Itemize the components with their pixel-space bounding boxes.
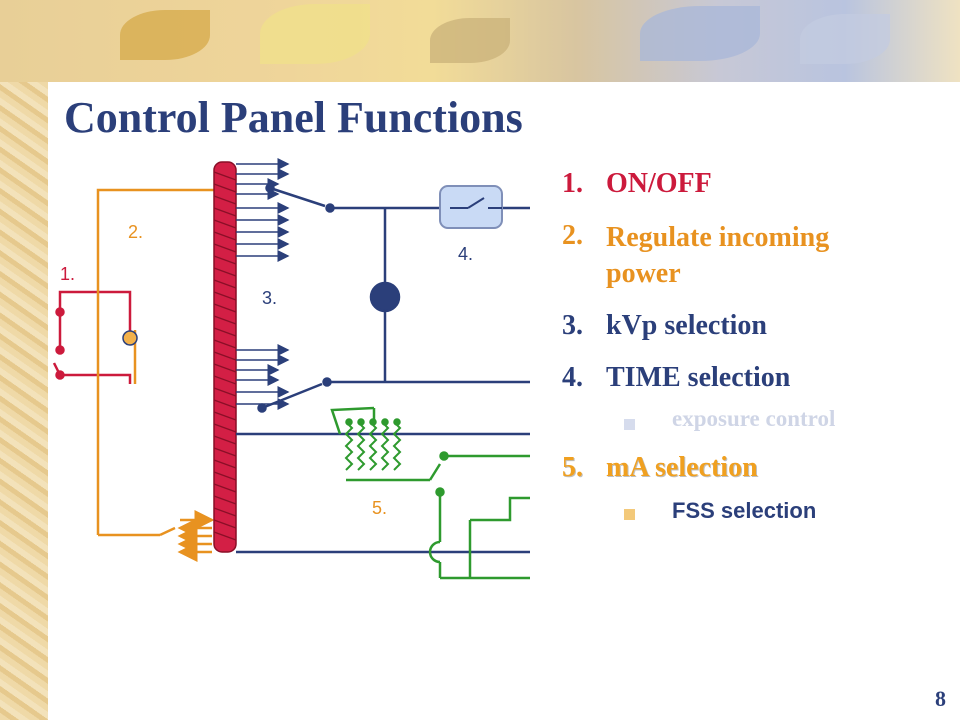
kvp-taps-upper	[236, 158, 290, 262]
list-item-text: TIME selection	[606, 362, 791, 393]
slide-body	[48, 82, 960, 720]
list-item-onoff: 1. ON/OFF	[562, 168, 712, 200]
slide-title: Control Panel Functions	[64, 93, 523, 142]
list-item-text: mA selection	[606, 452, 758, 483]
list-item-time: 4. TIME selection	[562, 362, 790, 394]
diagram-label-3: 3.	[262, 288, 278, 308]
leaf-decoration	[260, 4, 370, 64]
list-item-number: 1.	[562, 168, 583, 199]
list-item-ma: 5. mA selection	[562, 452, 758, 484]
onoff-switch	[52, 290, 132, 384]
decorative-top-band	[0, 0, 960, 82]
diagram-label-2: 2.	[128, 222, 144, 242]
list-item-number: 4.	[562, 362, 583, 393]
diagram-label-5: 5.	[372, 498, 388, 518]
kvp-taps-lower	[236, 344, 290, 410]
leaf-decoration	[800, 14, 890, 64]
list-subitem-exposure: exposure control	[672, 406, 836, 431]
list-item-regulate: 2. Regulate incoming power	[562, 220, 829, 292]
list-item-text: power	[606, 258, 681, 289]
main-circuit	[236, 183, 530, 554]
regulating-circuit	[96, 188, 218, 562]
bullet-square-icon	[624, 419, 635, 430]
decorative-left-band	[0, 0, 48, 720]
circuit-svg	[52, 158, 530, 580]
diagram-label-1: 1.	[60, 264, 76, 284]
list-item-kvp: 3. kVp selection	[562, 310, 767, 342]
list-item-text: kVp selection	[606, 310, 767, 341]
list-item-number: 3.	[562, 310, 583, 341]
circuit-diagram: 1. 2. 3. 4. 5.	[40, 150, 540, 590]
list-item-text: ON/OFF	[606, 168, 712, 199]
list-subitem-fss: FSS selection	[672, 498, 817, 523]
ma-circuit	[330, 406, 530, 580]
time-switch-box	[439, 185, 503, 229]
bullet-square-icon	[624, 509, 635, 520]
list-item-number: 2.	[562, 220, 583, 251]
leaf-decoration	[640, 6, 760, 61]
list-item-text: Regulate incoming	[606, 222, 830, 253]
leaf-decoration	[430, 18, 510, 63]
list-item-text-block: Regulate incoming power	[606, 220, 829, 292]
page-number: 8	[935, 686, 946, 711]
leaf-decoration	[120, 10, 210, 60]
autotransformer-coil	[213, 161, 237, 553]
list-item-number: 5.	[562, 452, 583, 483]
diagram-label-4: 4.	[458, 244, 474, 264]
